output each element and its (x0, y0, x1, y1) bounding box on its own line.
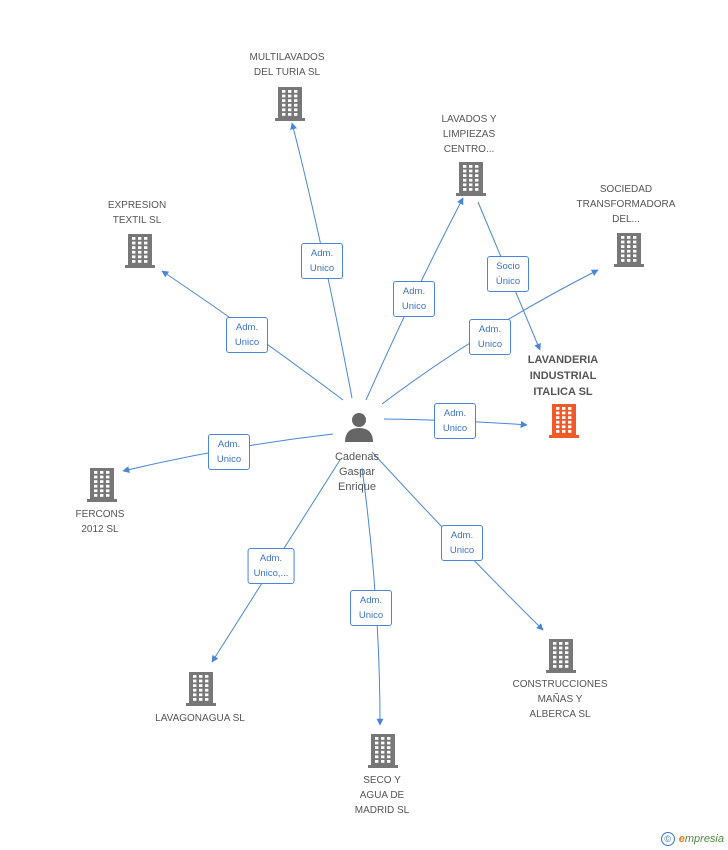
relation-label-person-multilavados: Adm. Unico (301, 243, 343, 279)
relation-label-person-sociedad: Adm. Unico (469, 319, 511, 355)
footer-brand[interactable]: © empresia (660, 832, 724, 846)
building-icon-construcciones[interactable] (546, 639, 576, 673)
company-label-fercons[interactable]: FERCONS 2012 SL (75, 509, 125, 535)
building-icon-multilavados[interactable] (275, 87, 305, 121)
relation-label-person-seco: Adm. Unico (350, 590, 392, 626)
building-icon-lavados[interactable] (456, 162, 486, 196)
relation-label-person-expresion: Adm. Unico (226, 317, 268, 353)
person-name[interactable]: Cadenas Gaspar Enrique (334, 451, 380, 493)
company-label-lavados[interactable]: LAVADOS Y LIMPIEZAS CENTRO... (441, 114, 497, 155)
brand-name: empresia (678, 833, 724, 845)
company-label-lavagonagua[interactable]: LAVAGONAGUA SL (155, 713, 245, 724)
company-label-seco[interactable]: SECO Y AGUA DE MADRID SL (354, 775, 410, 816)
building-icon-sociedad[interactable] (614, 233, 644, 267)
relation-label-lavados-lavanderia: Socio Único (487, 256, 529, 292)
company-label-construcciones[interactable]: CONSTRUCCIONES MAÑAS Y ALBERCA SL (512, 679, 608, 720)
building-icon-fercons[interactable] (87, 468, 117, 502)
building-icon-lavagonagua[interactable] (186, 672, 216, 706)
company-label-multilavados[interactable]: MULTILAVADOS DEL TURIA SL (249, 52, 325, 78)
relation-label-person-lavados: Adm. Unico (393, 281, 435, 317)
company-label-sociedad[interactable]: SOCIEDAD TRANSFORMADORA DEL... (576, 184, 676, 225)
company-label-expresion[interactable]: EXPRESION TEXTIL SL (107, 200, 167, 226)
company-label-lavanderia[interactable]: LAVANDERIA INDUSTRIAL ITALICA SL (527, 354, 599, 398)
relation-label-person-fercons: Adm. Unico (208, 434, 250, 470)
building-icon-expresion[interactable] (125, 234, 155, 268)
copyright-icon: © (660, 832, 675, 846)
relation-label-person-lavagonagua: Adm. Unico,... (247, 548, 295, 584)
person-icon[interactable] (345, 413, 373, 442)
building-icon-seco[interactable] (368, 734, 398, 768)
relation-label-person-lavanderia: Adm. Unico (434, 403, 476, 439)
building-icon-lavanderia[interactable] (549, 404, 579, 438)
relation-label-person-construcciones: Adm. Unico (441, 525, 483, 561)
